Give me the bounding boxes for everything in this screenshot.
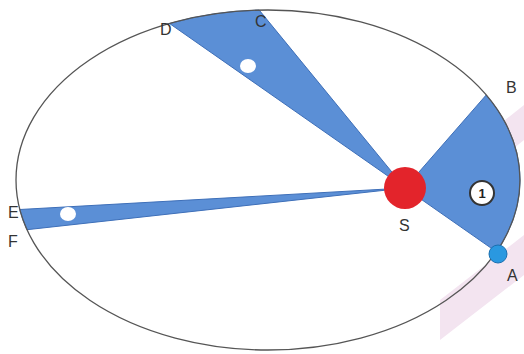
point-label: F	[8, 234, 18, 250]
planet	[489, 245, 507, 263]
point-label: S	[399, 218, 410, 234]
point-label: E	[8, 205, 19, 221]
watermark-band	[440, 235, 524, 340]
point-label: D	[160, 22, 172, 38]
swept-area	[20, 188, 405, 230]
area-marker	[240, 59, 256, 73]
sun	[384, 167, 426, 209]
point-label: C	[255, 14, 267, 30]
callout-number: 1	[478, 187, 485, 200]
point-label: B	[506, 80, 517, 96]
orbit-ellipse	[16, 10, 520, 350]
callout-circle: 1	[469, 180, 495, 206]
area-marker	[60, 207, 76, 221]
swept-area	[170, 10, 406, 188]
point-label: A	[507, 268, 518, 284]
